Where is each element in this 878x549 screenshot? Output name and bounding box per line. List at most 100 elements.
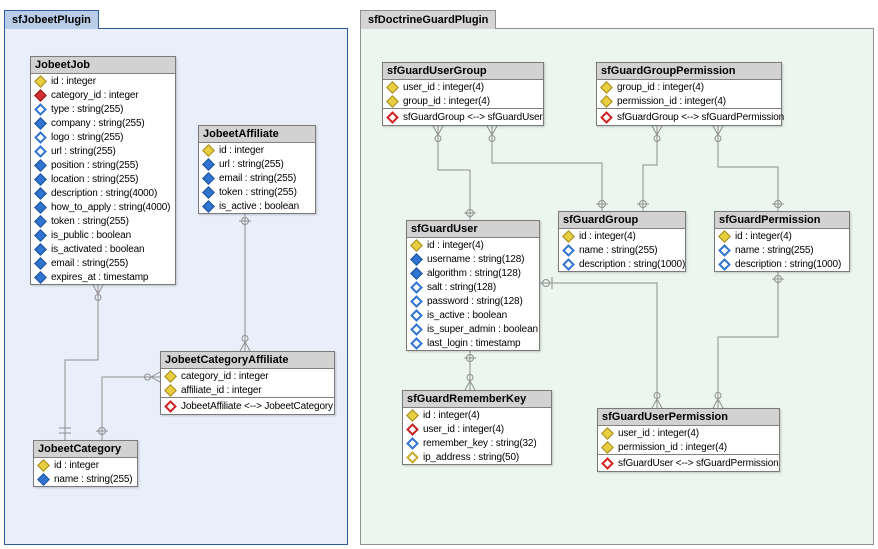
primary-key-icon [562,229,575,243]
field-icon [410,322,423,336]
table-field: location : string(255) [31,172,175,186]
table-field: id : integer(4) [407,238,539,252]
field-icon [34,116,47,130]
field-icon [34,130,47,144]
field-icon [34,186,47,200]
table-field: user_id : integer(4) [383,80,543,94]
table-field: type : string(255) [31,102,175,116]
primary-key-icon [601,440,614,454]
table-field: permission_id : integer(4) [598,440,779,454]
table-title: sfGuardUserPermission [598,409,779,426]
table-field: description : string(1000) [559,257,685,271]
relationship-line [239,214,251,352]
primary-key-icon [202,143,215,157]
primary-key-icon [386,80,399,94]
primary-key-icon [600,94,613,108]
table-field: algorithm : string(128) [407,266,539,280]
primary-key-icon [37,458,50,472]
field-icon [34,256,47,270]
table-field: id : integer [34,458,137,472]
table-title: JobeetJob [31,57,175,74]
field-icon [406,436,419,450]
table-field: group_id : integer(4) [597,80,781,94]
primary-key-icon [164,383,177,397]
table-field: salt : string(128) [407,280,539,294]
table-field: category_id : integer [31,88,175,102]
table-field: email : string(255) [31,256,175,270]
primary-key-icon [410,238,423,252]
foreign-key-icon [406,422,419,436]
field-icon [34,144,47,158]
table-field: url : string(255) [31,144,175,158]
field-icon [718,243,731,257]
table-title: sfGuardGroupPermission [597,63,781,80]
relation-icon [386,110,399,124]
field-icon [410,252,423,266]
table-field: username : string(128) [407,252,539,266]
table-field: id : integer(4) [715,229,849,243]
field-icon [34,214,47,228]
relationship-line [464,351,476,391]
relationship-line [540,277,663,409]
table-title: JobeetCategoryAffiliate [161,352,334,369]
field-icon [410,336,423,350]
primary-key-icon [600,80,613,94]
table-field: is_activated : boolean [31,242,175,256]
table-field: token : string(255) [199,185,315,199]
relationship-line [712,125,784,211]
table-field: user_id : integer(4) [598,426,779,440]
table-field: password : string(128) [407,294,539,308]
primary-key-icon [164,369,177,383]
table-field: url : string(255) [199,157,315,171]
table-field: is_public : boolean [31,228,175,242]
table-field: user_id : integer(4) [403,422,551,436]
table-relation-row: sfGuardGroup <--> sfGuardPermission [597,108,784,125]
relationship-line [96,371,161,440]
tab-sfjobeetplugin[interactable]: sfJobeetPlugin [4,10,99,29]
table-title: JobeetCategory [34,441,137,458]
relationship-line [432,125,476,220]
table-field: expires_at : timestamp [31,270,175,284]
field-icon [410,308,423,322]
tab-sfdoctrineguardplugin[interactable]: sfDoctrineGuardPlugin [360,10,497,29]
table-title: sfGuardUser [407,221,539,238]
table-field: description : string(4000) [31,186,175,200]
table-field: remember_key : string(32) [403,436,551,450]
table-title: sfGuardRememberKey [403,391,551,408]
relationship-line [712,272,784,409]
relation-icon [600,110,613,124]
field-icon [410,266,423,280]
table-field: id : integer(4) [559,229,685,243]
table-field: id : integer [199,143,315,157]
field-icon [562,243,575,257]
primary-key-icon [386,94,399,108]
table-relation-row: sfGuardUser <--> sfGuardPermission [598,454,779,471]
field-icon [202,157,215,171]
table-field: affiliate_id : integer [161,383,334,397]
field-icon [562,257,575,271]
table-title: JobeetAffiliate [199,126,315,143]
primary-key-icon [718,229,731,243]
table-field: id : integer(4) [403,408,551,422]
field-icon [718,257,731,271]
relationship-line [59,284,104,440]
table-field: permission_id : integer(4) [597,94,781,108]
field-icon [34,200,47,214]
table-field: how_to_apply : string(4000) [31,200,175,214]
table-field: company : string(255) [31,116,175,130]
field-icon [34,172,47,186]
table-relation-row: JobeetAffiliate <--> JobeetCategory [161,397,334,414]
